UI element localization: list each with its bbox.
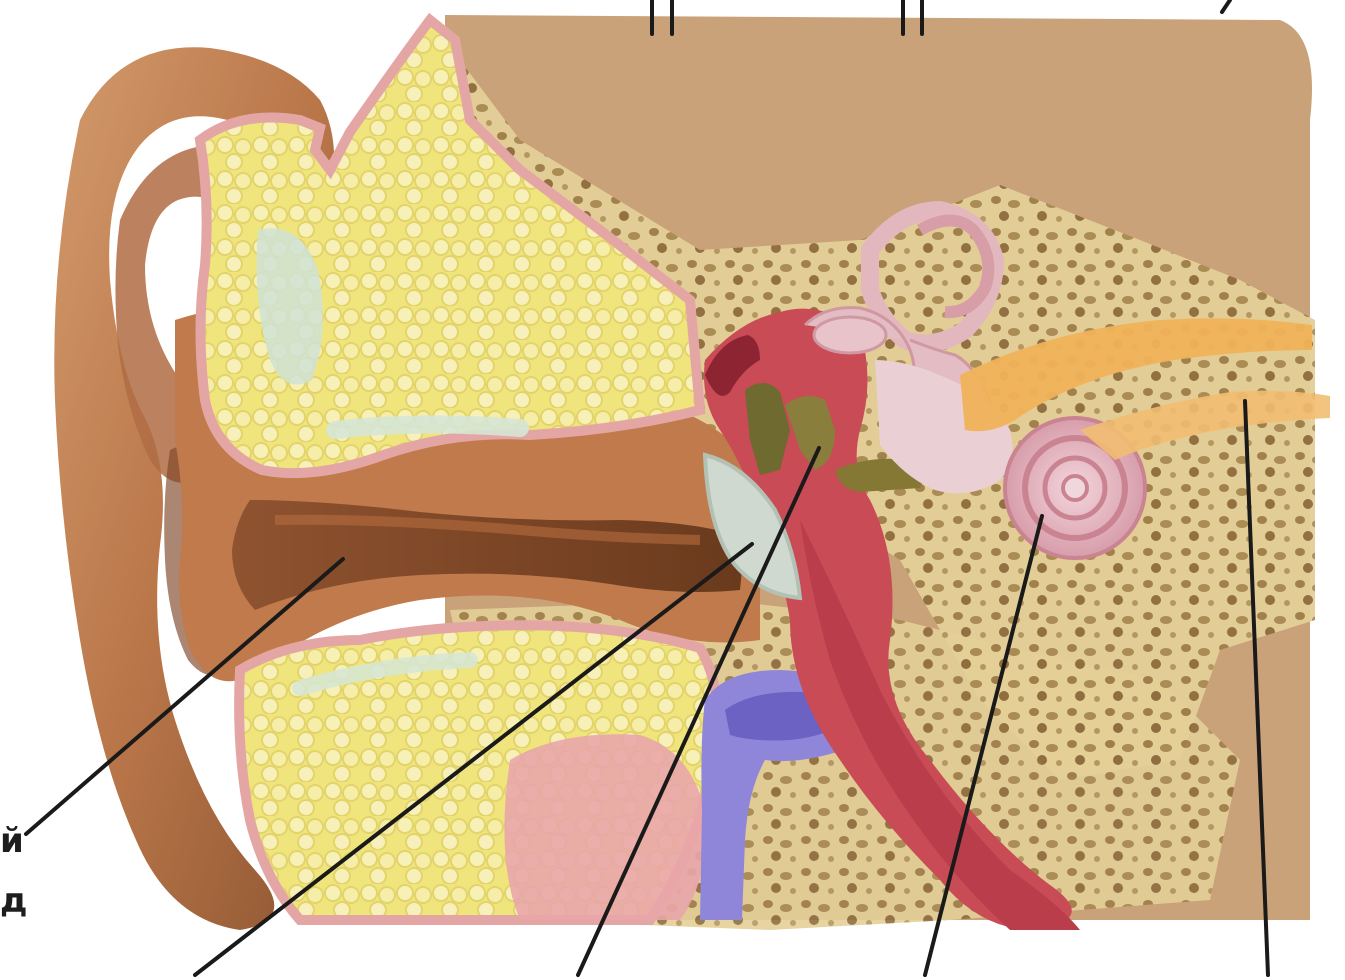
left-label-fragment-1: й xyxy=(0,824,24,858)
top-leader-stub-5 xyxy=(1222,0,1230,12)
left-label-fragment-2: д xyxy=(0,884,27,918)
upper-cartilage-strip xyxy=(335,424,520,430)
